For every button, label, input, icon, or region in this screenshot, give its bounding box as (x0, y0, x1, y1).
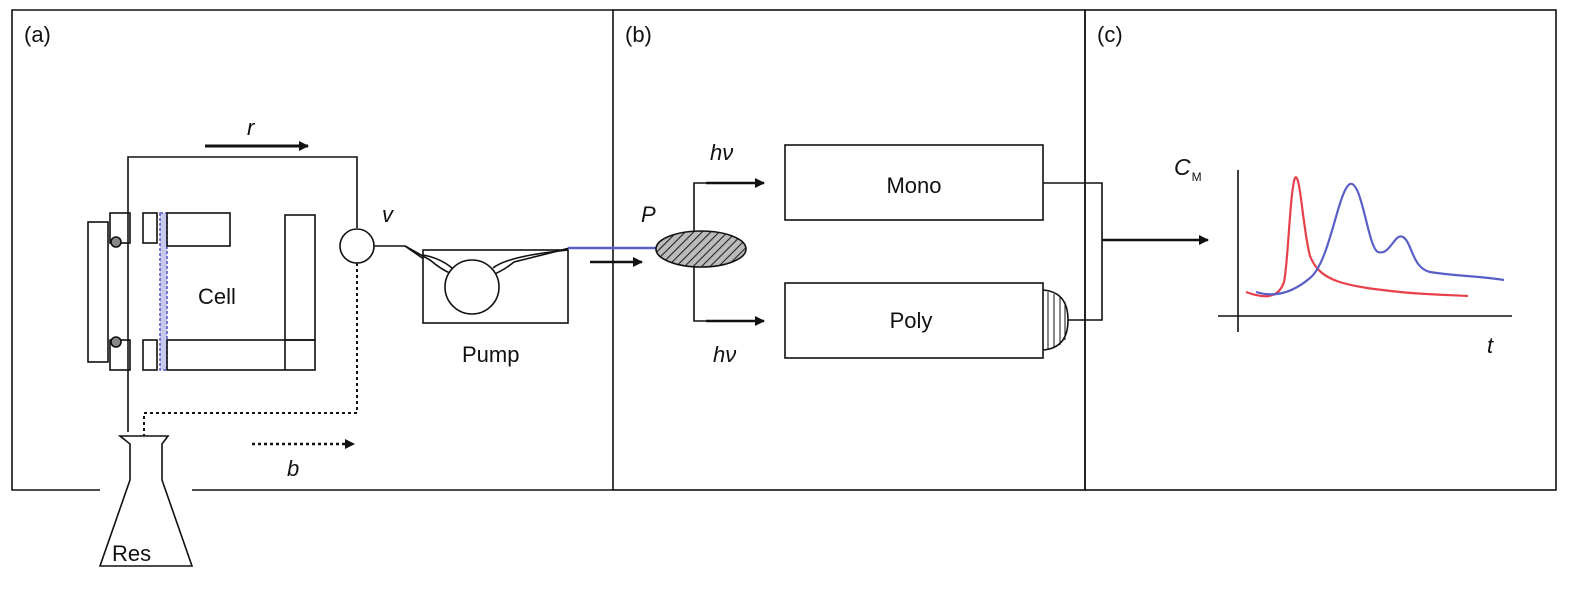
branch-top (693, 182, 762, 231)
panel-a-frame-left (11, 9, 613, 491)
red-curve (1245, 176, 1469, 298)
bypass-line (143, 263, 358, 560)
poly-coil-lines (1047, 292, 1066, 350)
poly-coil-cap (1042, 289, 1069, 351)
y-axis-label-main: C (1174, 154, 1191, 180)
panel-c-plot (1218, 170, 1512, 332)
valve-label: v (382, 202, 395, 227)
poly-label: Poly (890, 308, 933, 333)
panel-c-frame (1084, 9, 1557, 491)
cell-bolt-bottom (110, 336, 122, 348)
pump (404, 245, 571, 324)
poly-box (784, 282, 1044, 359)
cell-compartment-top (166, 212, 231, 247)
panel-b-label: (b) (625, 22, 652, 47)
cell-end-plate (87, 221, 109, 363)
x-axis-label: t (1487, 333, 1494, 358)
y-axis-label-sub: M (1192, 170, 1202, 184)
cell-electrode (284, 214, 316, 341)
panel-c-label: (c) (1097, 22, 1123, 47)
panel-a (87, 141, 571, 567)
cell-bolt-top (110, 236, 122, 248)
panel-a-label: (a) (24, 22, 51, 47)
y-axis-label: CM (1174, 154, 1202, 184)
mono-label: Mono (886, 173, 941, 198)
splitter-icon (655, 230, 747, 268)
pump-tube-in (422, 254, 453, 269)
cell-compartment-bottom (166, 339, 316, 371)
branch-bottom (693, 267, 762, 322)
light-top-label: hν (710, 140, 733, 165)
cell-spacer-bottom (142, 339, 158, 371)
recirculation-line (127, 156, 358, 432)
reservoir-flask-icon (98, 435, 194, 567)
merge-line (1043, 182, 1103, 321)
flow-b-label: b (287, 456, 299, 481)
pump-label: Pump (462, 342, 519, 367)
cell-label: Cell (198, 284, 236, 309)
reservoir-label: Res (112, 541, 151, 566)
panel-b (590, 144, 1209, 359)
pressure-label: P (641, 202, 656, 227)
flow-r-label: r (247, 115, 256, 140)
light-bottom-label: hν (713, 342, 736, 367)
pump-rotor-icon (444, 259, 500, 315)
cell-membrane (159, 212, 168, 371)
cell-spacer-top (142, 212, 158, 244)
panel-frames (11, 9, 1557, 491)
valve-icon (339, 228, 375, 264)
blue-curve (1255, 182, 1505, 296)
pump-tube-out (492, 249, 569, 269)
